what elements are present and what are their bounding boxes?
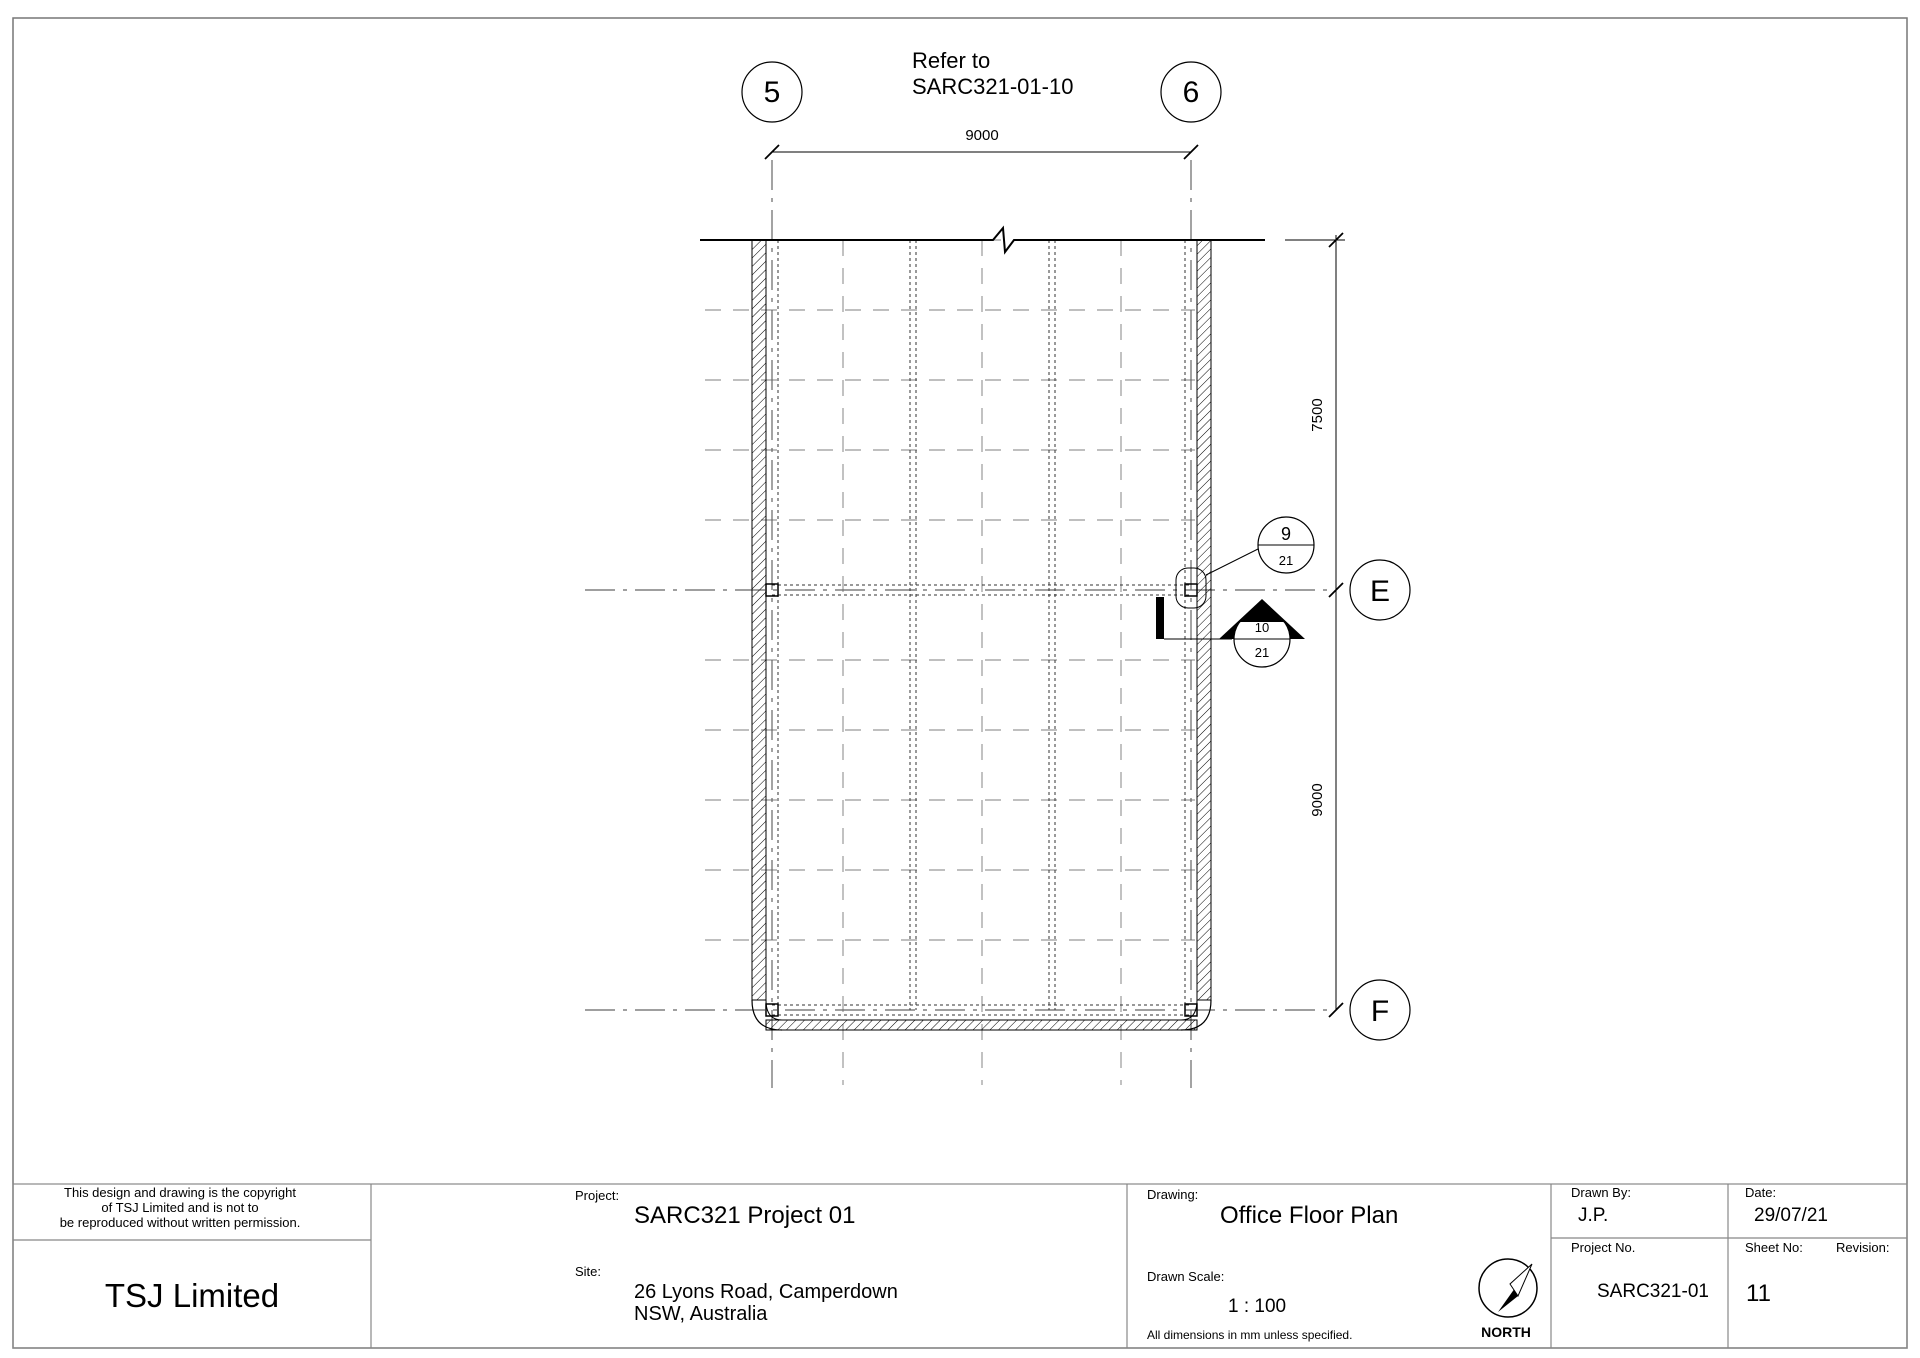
scale-label: Drawn Scale:: [1147, 1269, 1224, 1284]
section-callout-sheet: 21: [1255, 645, 1269, 660]
drawing-label: Drawing:: [1147, 1187, 1198, 1202]
drawn-by-value: J.P.: [1578, 1205, 1608, 1226]
section-callout-number: 10: [1255, 620, 1269, 635]
svg-text:6: 6: [1183, 76, 1200, 109]
copyright-line3: be reproduced without written permission…: [60, 1215, 301, 1230]
site-line1: 26 Lyons Road, Camperdown: [634, 1281, 898, 1303]
company-name: TSJ Limited: [105, 1277, 279, 1314]
drawn-by-label: Drawn By:: [1571, 1185, 1631, 1200]
dimension-upper-span: 7500: [1309, 398, 1326, 431]
grid-bubble-6: 6: [1160, 61, 1222, 123]
copyright-line2: of TSJ Limited and is not to: [101, 1200, 258, 1215]
date-value: 29/07/21: [1754, 1205, 1828, 1226]
structural-grid: [585, 160, 1335, 1088]
site-label: Site:: [575, 1264, 601, 1279]
date-label: Date:: [1745, 1185, 1776, 1200]
grid-bubble-e: E: [1349, 559, 1411, 621]
detail-callout: 9 21: [1175, 516, 1315, 609]
project-no-value: SARC321-01: [1597, 1281, 1709, 1302]
sheet-border: [12, 17, 1908, 1349]
title-block: This design and drawing is the copyright…: [12, 1183, 1908, 1349]
section-callout: 10 21: [1156, 597, 1305, 668]
walls: [751, 239, 1212, 1031]
svg-text:E: E: [1370, 575, 1390, 608]
sheet-no-value: 11: [1746, 1280, 1771, 1307]
project-value: SARC321 Project 01: [634, 1202, 855, 1229]
dimension-lower-span: 9000: [1309, 783, 1326, 816]
dimensions-note: All dimensions in mm unless specified.: [1147, 1328, 1352, 1342]
top-dimension: [764, 144, 1199, 160]
floor-plan: 9000 7500 9000 5 6 E F Refer to: [585, 48, 1411, 1088]
detail-callout-number: 9: [1281, 524, 1291, 544]
svg-text:F: F: [1371, 995, 1389, 1028]
grid-bubble-f: F: [1349, 979, 1411, 1041]
module-grid-vertical: [842, 240, 1122, 1085]
right-dimension: [1285, 232, 1345, 1018]
columns: [765, 583, 1198, 1017]
sheet-no-label: Sheet No:: [1745, 1240, 1803, 1255]
break-line: [700, 225, 1265, 255]
svg-text:5: 5: [764, 76, 781, 109]
revision-label: Revision:: [1836, 1240, 1889, 1255]
project-label: Project:: [575, 1188, 619, 1203]
dimension-top-span: 9000: [965, 127, 998, 144]
north-label: NORTH: [1481, 1324, 1531, 1340]
project-no-label: Project No.: [1571, 1240, 1635, 1255]
scale-value: 1 : 100: [1228, 1296, 1286, 1317]
detail-callout-sheet: 21: [1279, 553, 1293, 568]
drawing-value: Office Floor Plan: [1220, 1202, 1398, 1229]
reference-note-line1: Refer to: [912, 48, 990, 73]
grid-bubble-5: 5: [741, 61, 803, 123]
north-arrow-icon: [1478, 1258, 1538, 1318]
copyright-line1: This design and drawing is the copyright: [64, 1185, 296, 1200]
site-line2: NSW, Australia: [634, 1303, 768, 1325]
reference-note-line2: SARC321-01-10: [912, 74, 1073, 99]
